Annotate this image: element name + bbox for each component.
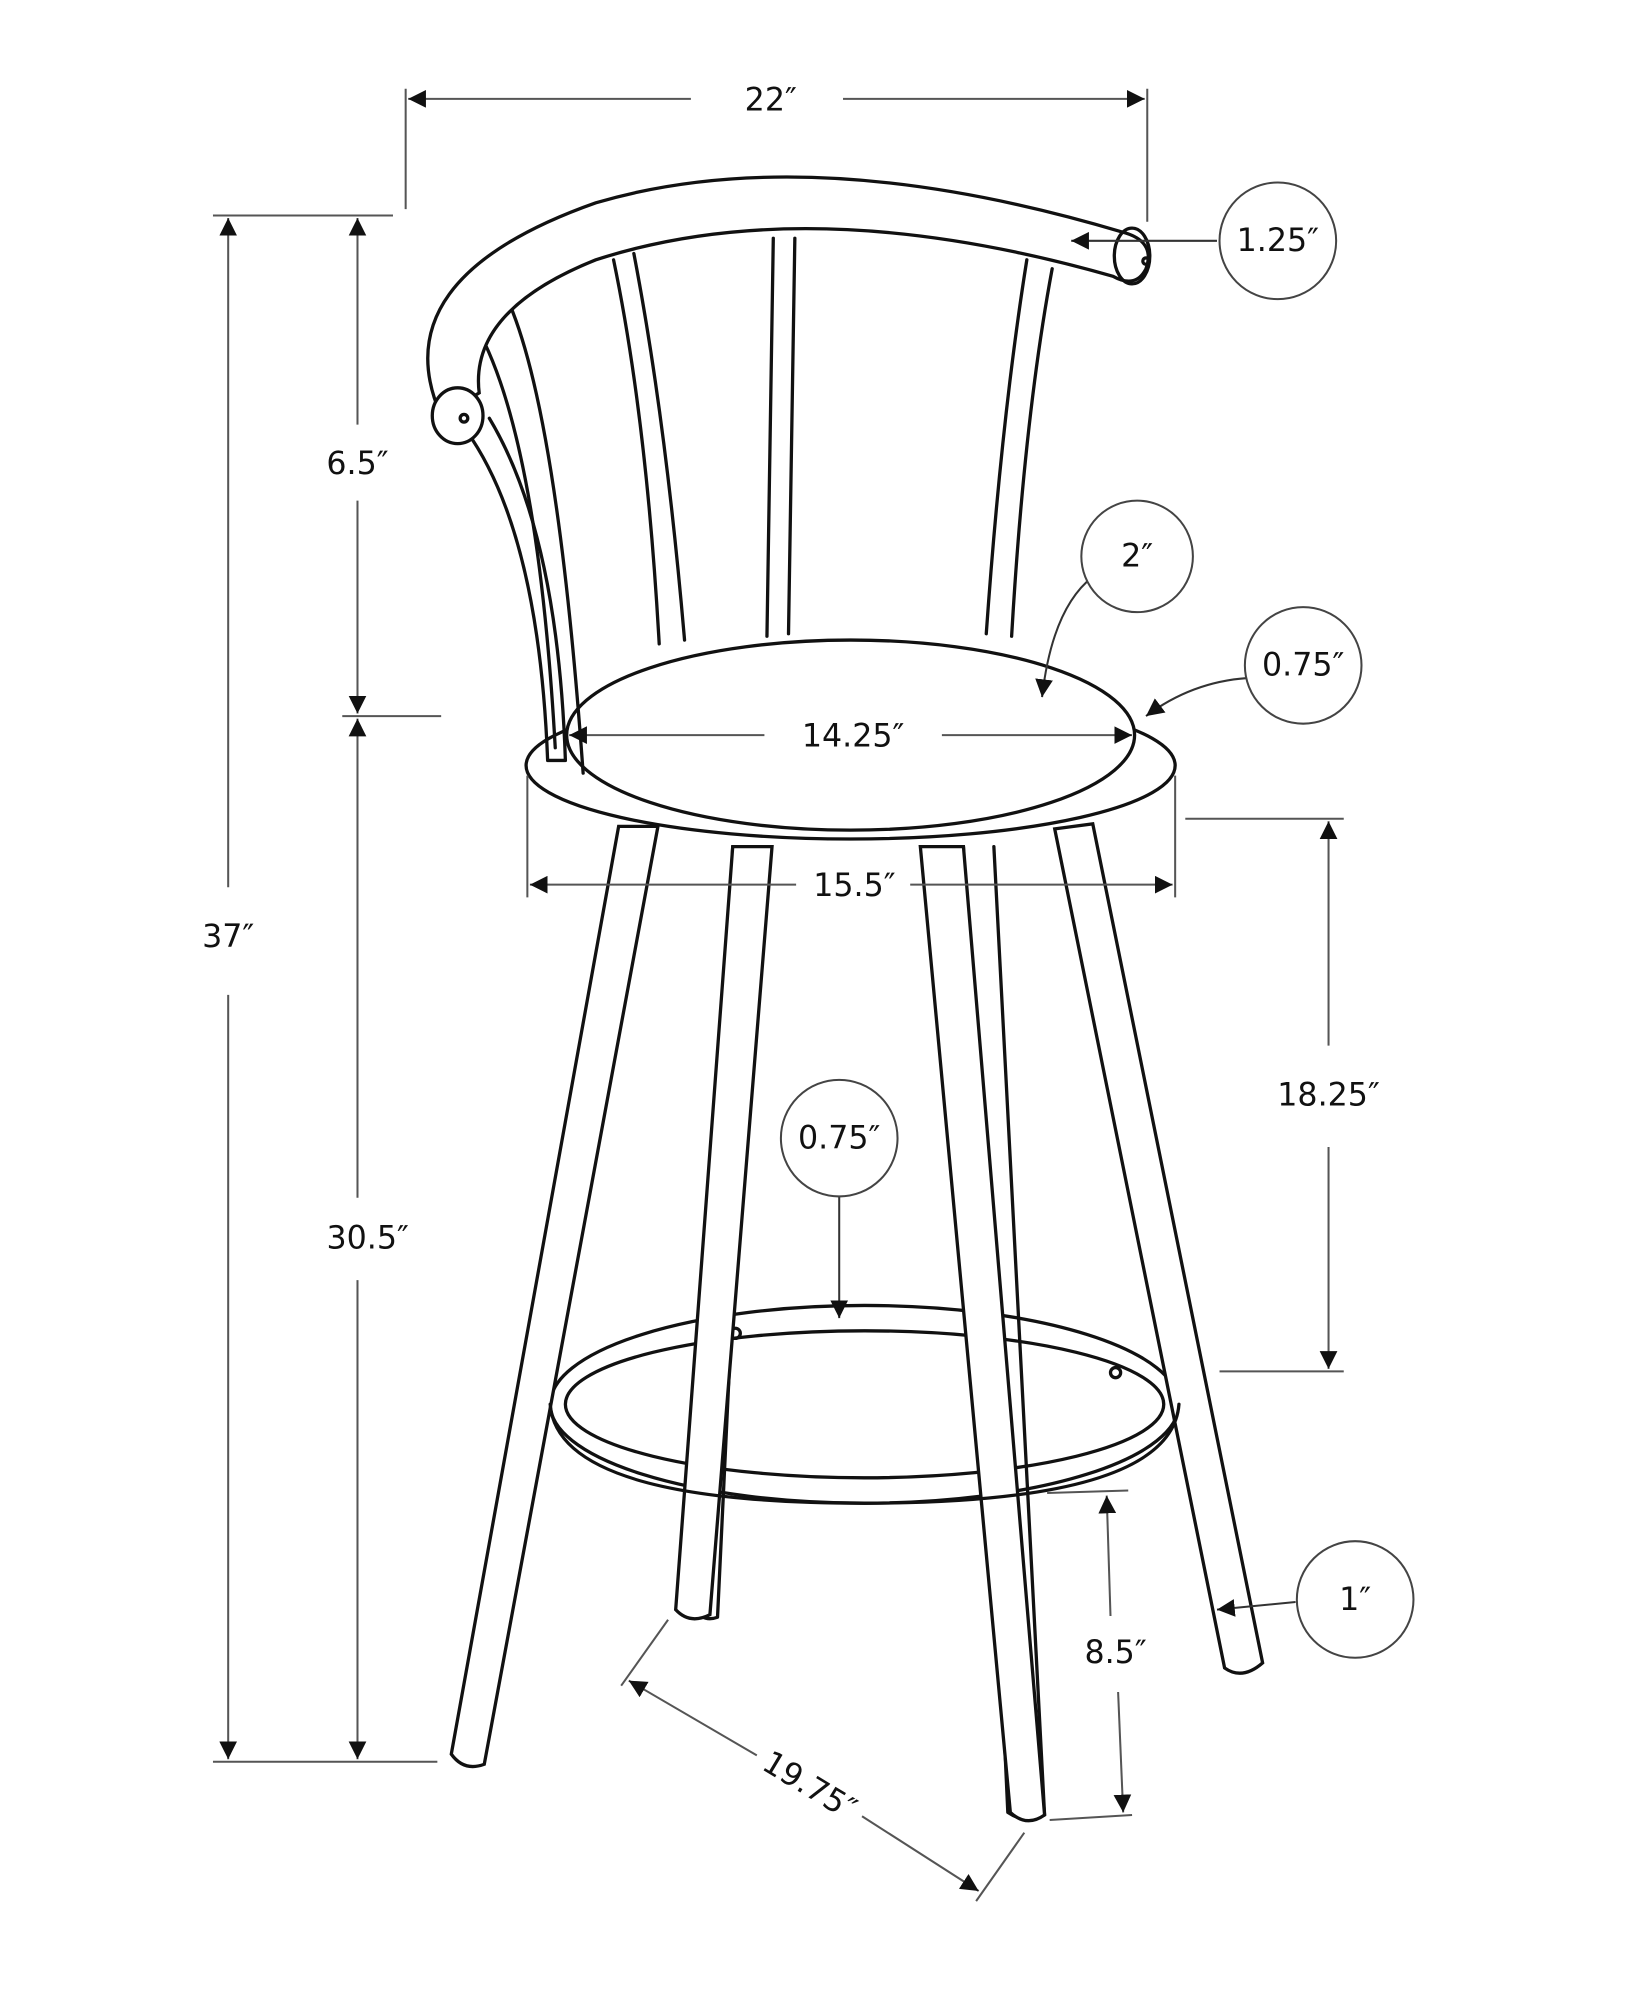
label-backrest-height: 6.5″: [326, 446, 388, 482]
dim-seat-top-diameter: 14.25″: [569, 719, 1133, 755]
label-footrest-height: 8.5″: [1084, 1635, 1146, 1671]
callout-leg-tube: 1″: [1216, 1540, 1415, 1659]
label-overall-height: 37″: [202, 919, 254, 955]
label-leg-tube: 1″: [1339, 1582, 1371, 1618]
front-legs: [449, 821, 1265, 1823]
dim-overall-height: 37″: [202, 217, 254, 1760]
label-overall-width: 22″: [745, 82, 797, 118]
callout-footrest-tube: 0.75″: [779, 1078, 899, 1319]
dimension-lines: 22″ 37″ 6.5″ 30.5″ 14.25″: [202, 82, 1380, 1902]
label-seat-top-diameter: 14.25″: [802, 719, 905, 755]
callout-seat-ring-tube: 0.75″: [1145, 606, 1363, 725]
dim-seat-height: 30.5″: [326, 718, 409, 1760]
label-leg-footprint: 19.75″: [756, 1744, 863, 1828]
stool-drawing: [426, 175, 1265, 1823]
callout-cushion-thickness: 2″: [1035, 499, 1194, 698]
label-cushion-thickness: 2″: [1121, 539, 1153, 575]
label-footrest-tube: 0.75″: [798, 1120, 881, 1156]
label-backrest-tube: 1.25″: [1237, 223, 1320, 259]
callout-backrest-tube: 1.25″: [1071, 181, 1338, 301]
label-seat-ring-width: 15.5″: [813, 868, 896, 904]
label-seat-ring-tube: 0.75″: [1262, 648, 1345, 684]
dim-leg-footprint: 19.75″: [620, 1619, 1026, 1902]
backrest-spindles: [482, 236, 1054, 775]
label-seat-height: 30.5″: [326, 1221, 409, 1257]
dim-footrest-height: 8.5″: [1047, 1489, 1147, 1822]
label-seat-to-footrest: 18.25″: [1277, 1077, 1380, 1113]
dim-overall-width: 22″: [404, 82, 1149, 222]
dim-seat-ring-width: 15.5″: [526, 775, 1177, 904]
seat: [524, 638, 1177, 841]
callouts: 1.25″ 2″ 0.75″ 0.75″ 1″: [779, 181, 1415, 1659]
dim-seat-to-footrest: 18.25″: [1185, 817, 1380, 1373]
footrest-ring: [548, 1303, 1181, 1505]
dim-backrest-height: 6.5″: [326, 217, 389, 714]
backrest-top-rail: [426, 175, 1152, 446]
